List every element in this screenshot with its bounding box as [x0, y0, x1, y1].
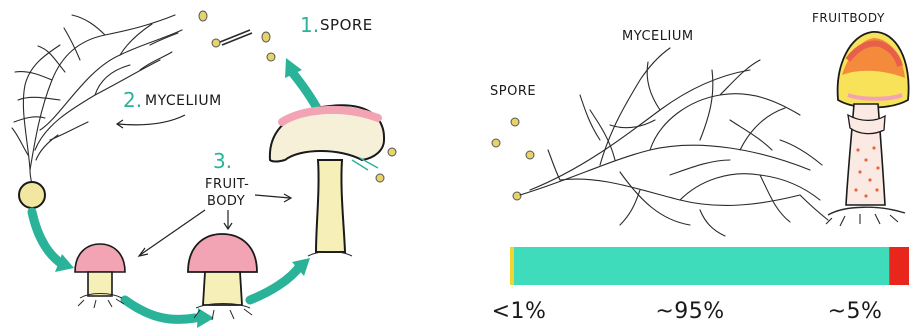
spore-dot [526, 151, 534, 159]
cycle-arrow-spore-to-young [32, 212, 62, 264]
cycle-arrow-young-to-mid [125, 300, 195, 319]
bar-label-fruitbody: ~5% [828, 299, 883, 324]
proportion-panel: SPORE MYCELIUM FRUITBODY [490, 11, 909, 324]
cycle-arrows [32, 72, 318, 319]
spore-dot [262, 32, 270, 42]
step3-label-line2: BODY [207, 194, 245, 209]
proportion-bar [510, 247, 909, 285]
mid-mushroom [188, 234, 257, 320]
step3-label-line1: FRUIT- [205, 177, 249, 192]
mycelium-heading: MYCELIUM [622, 29, 694, 44]
spore-twig-drawing [199, 11, 275, 61]
bar-label-mycelium: ~95% [655, 299, 724, 324]
step3-number: 3. [213, 149, 232, 173]
mycelium-network-drawing [520, 48, 828, 236]
fruitbody-mushroom [826, 32, 909, 226]
germinating-spore [19, 182, 45, 208]
falling-spore [376, 174, 384, 182]
step1-number: 1. [300, 13, 319, 37]
step2-number: 2. [123, 88, 142, 112]
step2-pointer-arrow [118, 115, 185, 125]
spore-dot [267, 53, 275, 61]
cycle-arrow-mature-to-spore [292, 72, 318, 110]
step1-label: SPORE [320, 16, 373, 34]
bar-label-spore: <1% [492, 299, 547, 324]
bar-segment-fruitbody [889, 247, 909, 285]
mature-mushroom [270, 105, 396, 256]
spore-dot [212, 39, 220, 47]
bar-segment-mycelium [514, 247, 889, 285]
fruitbody-heading: FRUITBODY [812, 11, 885, 25]
life-cycle-panel: 1. SPORE 2. MYCELIUM 3. FRUIT- BODY [12, 11, 396, 328]
spore-dot [199, 11, 207, 21]
young-mushroom [75, 244, 125, 308]
step2-label: MYCELIUM [145, 93, 222, 109]
proportion-bar-labels: <1% ~95% ~5% [492, 299, 883, 324]
spore-dot [513, 192, 521, 200]
spore-group [492, 118, 534, 200]
spore-heading: SPORE [490, 84, 536, 99]
spore-dot [511, 118, 519, 126]
falling-spore [388, 148, 396, 156]
spore-dot [492, 139, 500, 147]
